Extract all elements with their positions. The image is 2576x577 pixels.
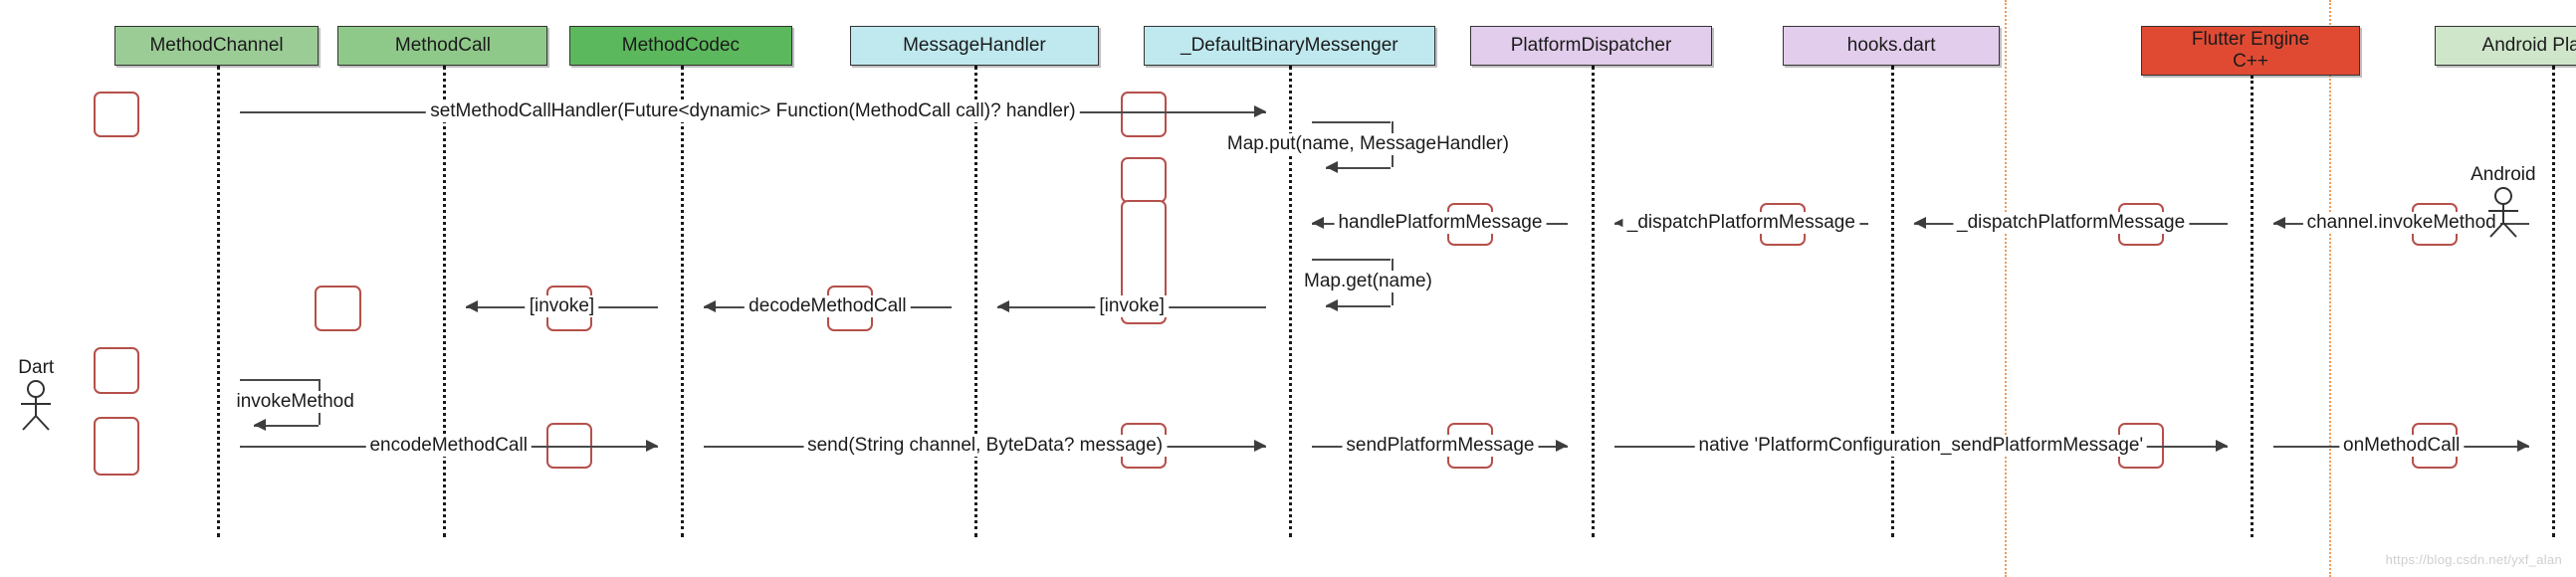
msg-label-decode-method-call: decodeMethodCall bbox=[745, 295, 911, 318]
arrowhead-dispatch-platform-message-2 bbox=[1914, 217, 1927, 230]
participant-label: MethodCall bbox=[394, 35, 491, 57]
lifeline-flutterengine bbox=[2251, 76, 2254, 537]
self-msg-bottom-map-get bbox=[1326, 304, 1392, 307]
participant-label: Android Platform bbox=[2481, 35, 2576, 57]
lane-separator-1 bbox=[2004, 0, 2007, 577]
actor-label-dart: Dart bbox=[18, 357, 55, 379]
arrowhead-send bbox=[1254, 440, 1267, 453]
arrowhead-decode-method-call bbox=[703, 300, 716, 313]
arrowhead-dispatch-platform-message-1 bbox=[1613, 217, 1626, 230]
lifeline-platformdispatcher bbox=[1591, 66, 1595, 537]
self-msg-top-invoke-method bbox=[239, 378, 319, 381]
participant-binarymessenger[interactable]: _DefaultBinaryMessenger bbox=[1143, 26, 1435, 66]
act-methodchannel-1 bbox=[93, 92, 140, 138]
act-methodcodec-2 bbox=[545, 423, 592, 470]
msg-label-send-platform-message: sendPlatformMessage bbox=[1342, 435, 1539, 458]
participant-methodcall[interactable]: MethodCall bbox=[337, 26, 548, 66]
participant-label: MethodChannel bbox=[149, 35, 284, 57]
arrowhead-send-platform-message bbox=[1556, 440, 1569, 453]
msg-label-map-put: Map.put(name, MessageHandler) bbox=[1222, 133, 1513, 156]
arrowhead-invoke-method bbox=[253, 418, 266, 431]
watermark: https://blog.csdn.net/yxf_alan bbox=[2385, 552, 2562, 567]
self-msg-bottom-invoke-method bbox=[253, 424, 319, 427]
msg-label-channel-invoke-method: channel.invokeMethod bbox=[2302, 212, 2500, 235]
arrowhead-invoke-messagehandler bbox=[996, 300, 1009, 313]
arrowhead-invoke-methodcall bbox=[466, 300, 479, 313]
msg-label-invoke-messagehandler: [invoke] bbox=[1095, 295, 1169, 318]
participant-label: _DefaultBinaryMessenger bbox=[1181, 35, 1398, 57]
arrowhead-handle-platform-message bbox=[1312, 217, 1325, 230]
participant-platformdispatcher[interactable]: PlatformDispatcher bbox=[1469, 26, 1713, 66]
msg-label-set-method-call-handler: setMethodCallHandler(Future<dynamic> Fun… bbox=[426, 100, 1080, 123]
msg-label-handle-platform-message: handlePlatformMessage bbox=[1334, 212, 1547, 235]
participant-label: MethodCodec bbox=[621, 35, 741, 57]
participant-label: PlatformDispatcher bbox=[1510, 35, 1672, 57]
self-msg-bottom-map-put bbox=[1326, 167, 1392, 170]
arrowhead-set-method-call-handler bbox=[1254, 105, 1267, 118]
participant-methodcodec[interactable]: MethodCodec bbox=[568, 26, 792, 66]
lifeline-hooksdart bbox=[1891, 66, 1895, 537]
act-methodchannel-3 bbox=[93, 416, 140, 476]
lifeline-messagehandler bbox=[973, 66, 977, 537]
actor-figure-dart bbox=[14, 380, 58, 437]
lane-separator-2 bbox=[2329, 0, 2332, 577]
lifeline-methodcodec bbox=[680, 66, 684, 537]
msg-label-invoke-methodcall: [invoke] bbox=[525, 295, 599, 318]
msg-label-dispatch-platform-message-1: _dispatchPlatformMessage bbox=[1622, 212, 1859, 235]
lifeline-binarymessenger bbox=[1289, 66, 1293, 537]
participant-androidplatform[interactable]: Android Platform bbox=[2434, 26, 2576, 66]
act-methodcall-1 bbox=[315, 285, 361, 331]
msg-label-map-get: Map.get(name) bbox=[1300, 271, 1436, 293]
lifeline-androidplatform bbox=[2552, 66, 2556, 537]
act-binarymessenger-1 bbox=[1120, 92, 1167, 138]
arrowhead-on-method-call bbox=[2517, 440, 2530, 453]
lifeline-methodcall bbox=[442, 66, 446, 537]
msg-label-send: send(String channel, ByteData? message) bbox=[803, 435, 1168, 458]
act-methodchannel-2 bbox=[93, 347, 140, 394]
msg-label-invoke-method: invokeMethod bbox=[232, 390, 358, 413]
msg-label-on-method-call: onMethodCall bbox=[2339, 435, 2465, 458]
lifeline-methodchannel bbox=[216, 66, 220, 537]
participant-label: Flutter Engine bbox=[2191, 29, 2310, 51]
arrowhead-map-get bbox=[1326, 298, 1339, 311]
msg-label-native-send-platform-message: native 'PlatformConfiguration_sendPlatfo… bbox=[1694, 435, 2148, 458]
msg-label-encode-method-call: encodeMethodCall bbox=[365, 435, 532, 458]
arrowhead-encode-method-call bbox=[645, 440, 658, 453]
actor-label-android: Android bbox=[2470, 163, 2536, 185]
arrowhead-channel-invoke-method bbox=[2273, 217, 2286, 230]
participant-sublabel: C++ bbox=[2233, 51, 2268, 72]
participant-hooksdart[interactable]: hooks.dart bbox=[1783, 26, 2000, 66]
self-msg-top-map-get bbox=[1312, 259, 1392, 262]
participant-messagehandler[interactable]: MessageHandler bbox=[849, 26, 1100, 66]
actor-figure-android bbox=[2481, 186, 2525, 244]
participant-label: hooks.dart bbox=[1846, 35, 1936, 57]
participant-methodchannel[interactable]: MethodChannel bbox=[114, 26, 319, 66]
participant-label: MessageHandler bbox=[903, 35, 1046, 57]
arrowhead-native-send-platform-message bbox=[2215, 440, 2228, 453]
self-msg-top-map-put bbox=[1312, 120, 1392, 123]
arrowhead-map-put bbox=[1326, 161, 1339, 174]
msg-label-dispatch-platform-message-2: _dispatchPlatformMessage bbox=[1953, 212, 2190, 235]
act-binarymessenger-2 bbox=[1120, 157, 1167, 204]
